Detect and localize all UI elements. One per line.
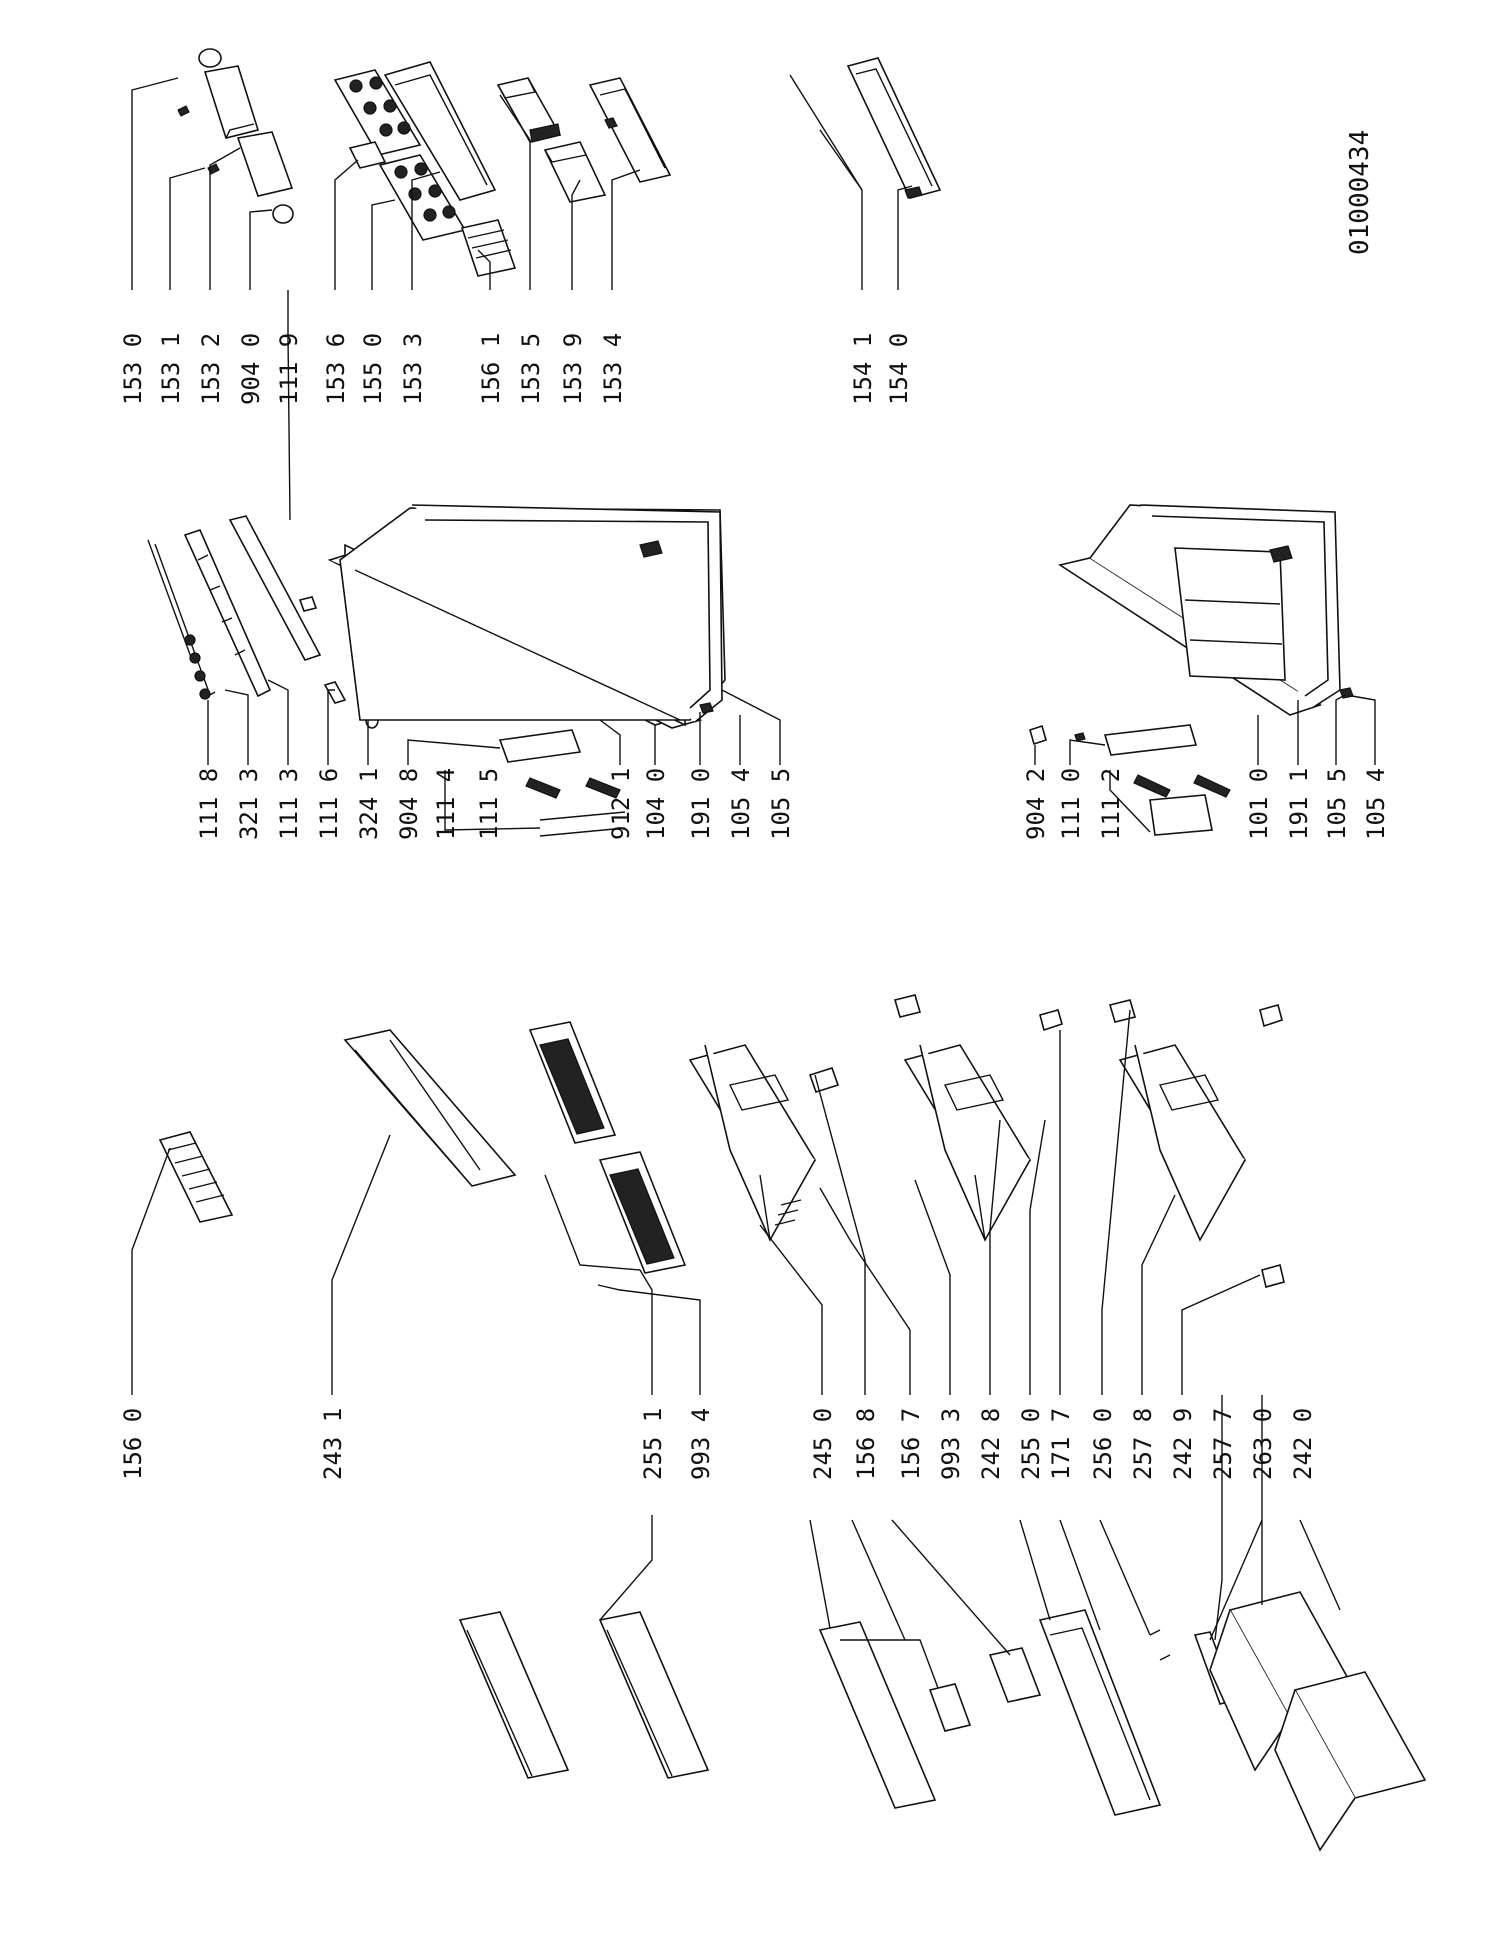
callout-label: 111 6 [315,768,343,840]
callout-label: 324 1 [355,768,383,840]
bottle-shelf-154-0 [846,57,942,199]
egg-tray-upper [333,69,422,156]
door-bin-153-9 [543,141,607,203]
callout-label: 321 3 [235,768,263,840]
fridge-door [1057,504,1341,716]
callout-label: 105 4 [1362,768,1390,840]
callout-label: 242 0 [1289,1408,1317,1480]
callout-label: 904 8 [395,768,423,840]
right-parts [131,48,942,521]
callout-label: 263 0 [1249,1408,1277,1480]
callout-label: 904 2 [1022,768,1050,840]
callout-label: 255 1 [639,1408,667,1480]
callout-label: 243 1 [319,1408,347,1480]
hinge-cover-upper [198,48,260,139]
callout-label: 111 8 [195,768,223,840]
callout-label: 153 5 [517,333,545,405]
callout-label: 101 0 [1245,768,1273,840]
callout-label: 111 4 [432,768,460,840]
middle-lower-parts [1029,504,1376,836]
callout-label: 257 8 [1129,1408,1157,1480]
callout-label: 105 5 [767,768,795,840]
callout-label: 904 0 [237,333,265,405]
trim-strip [228,515,322,661]
callout-label: 153 3 [399,333,427,405]
callout-label: 191 0 [687,768,715,840]
callout-label: 153 1 [157,333,185,405]
callout-label: 104 0 [642,768,670,840]
callout-label: 105 4 [727,768,755,840]
ice-tray-156-0 [158,1131,234,1223]
callout-label: 191 1 [1285,768,1313,840]
callout-label: 993 3 [937,1408,965,1480]
callout-label: 153 0 [119,333,147,405]
callout-label: 111 3 [275,768,303,840]
door-shelf-153-4 [588,77,672,183]
callout-label: 154 1 [849,333,877,405]
grill-shelf-upper [528,1021,617,1144]
callout-label: 154 0 [885,333,913,405]
shelf-bar-154-1 [789,74,863,191]
callout-label: 153 4 [599,333,627,405]
callout-label: 155 0 [359,333,387,405]
glass-shelf-2 [598,1611,710,1779]
bottle-grid-156-1 [460,219,517,277]
freezer-drawer-1 [688,1044,817,1242]
freezer-shelf-243-1 [343,1029,517,1187]
callout-label: 153 9 [559,333,587,405]
callout-label: 111 5 [475,768,503,840]
hinge-cover-lower [236,131,294,224]
grill-shelf-lower [598,1151,687,1274]
crisper-cover-255-0 [1038,1609,1162,1816]
callout-label: 111 2 [1097,768,1125,840]
callout-label: 242 9 [1169,1408,1197,1480]
callout-label: 257 7 [1209,1408,1237,1480]
screw-icon [177,105,190,117]
crisper-box-2 [1274,1671,1427,1852]
callout-label: 153 6 [322,333,350,405]
freezer-drawer-3 [1118,1044,1247,1242]
callout-label: 111 9 [275,333,303,405]
callout-label: 256 0 [1089,1408,1117,1480]
callout-label: 111 0 [1057,768,1085,840]
drawing-number: 01000434 [1345,130,1375,255]
callout-labels: 156 0 243 1 255 1 993 4 245 0 156 8 156 7 993 3… [119,333,1390,1480]
hinge-plate-111-0 [1103,724,1198,756]
callout-label: 156 0 [119,1408,147,1480]
glass-shelf-3 [818,1621,951,1809]
handle-bracket [183,529,272,698]
callout-label: 156 7 [897,1408,925,1480]
callout-label: 156 8 [852,1408,880,1480]
callout-label: 171 7 [1047,1408,1075,1480]
door-bin-153-5 [496,77,562,143]
middle-upper-parts [147,504,781,837]
callout-label: 912 1 [607,768,635,840]
callout-label: 105 5 [1323,768,1351,840]
hinge-plate-111-4 [498,729,582,763]
callout-label: 245 0 [809,1408,837,1480]
glass-shelf-1 [458,1611,570,1779]
callout-label: 993 4 [687,1408,715,1480]
door-shelf-153-3 [383,61,497,201]
callout-label: 156 1 [477,333,505,405]
callout-label: 242 8 [977,1408,1005,1480]
freezer-drawer-2 [903,1044,1032,1242]
left-parts [131,994,1427,1852]
callout-label: 255 0 [1017,1408,1045,1480]
callout-label: 153 2 [197,333,225,405]
